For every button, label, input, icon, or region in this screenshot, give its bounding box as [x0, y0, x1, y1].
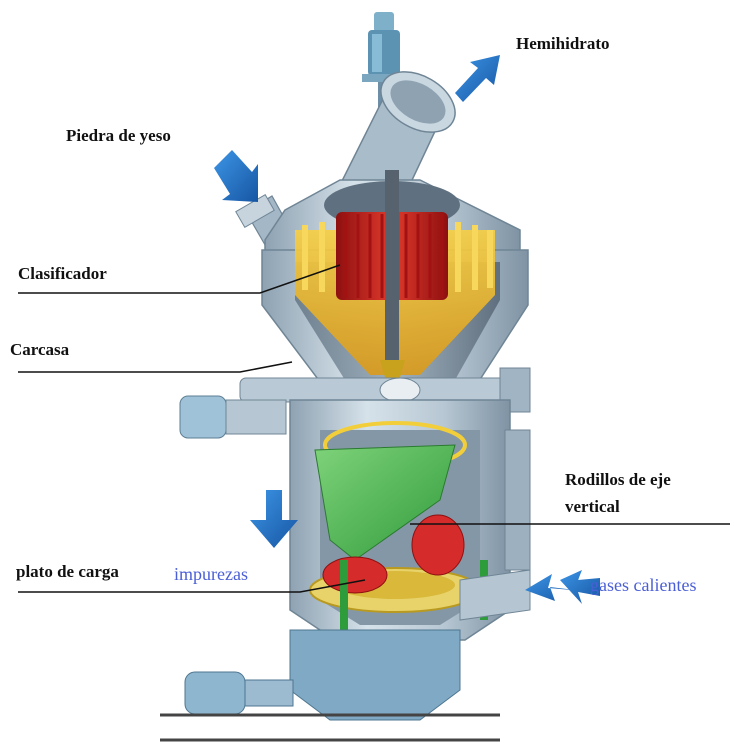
base-drive	[160, 630, 500, 740]
label-plato-de-carga: plato de carga	[16, 562, 119, 582]
leader-carcasa	[18, 362, 292, 372]
arrow-hemihidrato-icon	[455, 55, 500, 102]
label-gases-calientes: gases calientes	[590, 575, 696, 595]
outlet-duct	[340, 59, 466, 195]
label-carcasa: Carcasa	[10, 340, 69, 360]
label-impurezas: impurezas	[174, 564, 248, 584]
arrow-piedra-icon	[214, 150, 258, 202]
label-rodillos-line1: Rodillos de eje	[565, 470, 671, 490]
label-piedra-de-yeso: Piedra de yeso	[66, 126, 171, 146]
label-rodillos-line2: vertical	[565, 497, 620, 517]
arrow-gases-icon	[525, 570, 600, 604]
label-hemihidrato: Hemihidrato	[516, 34, 610, 54]
label-clasificador: Clasificador	[18, 264, 107, 284]
